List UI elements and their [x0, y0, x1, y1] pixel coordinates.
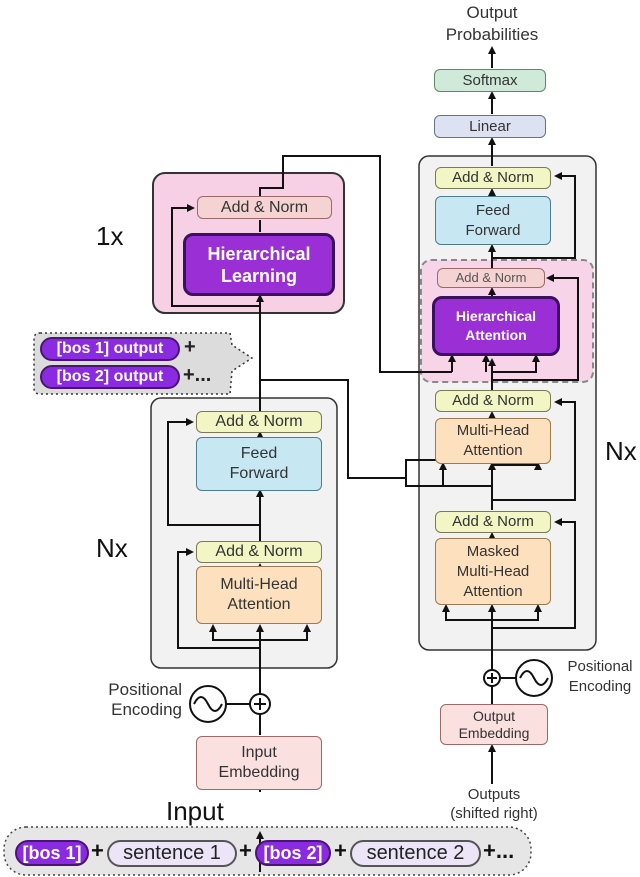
- linear-box: Linear: [434, 115, 546, 138]
- plus-2: +: [239, 838, 252, 863]
- encoder-feed-forward-box: Feed Forward: [196, 437, 322, 491]
- decoder-hier-add-norm: Add & Norm: [437, 268, 545, 288]
- bos2-token: [bos 2]: [255, 840, 331, 866]
- sentence1-token: sentence 1: [107, 840, 237, 867]
- hierarchical-add-norm: Add & Norm: [197, 196, 332, 219]
- bos1-output-pill: [bos 1] output: [40, 337, 180, 361]
- decoder-add-norm-bottom: Add & Norm: [435, 511, 551, 533]
- hierarchical-attention-box: Hierarchical Attention: [432, 296, 560, 356]
- plus-1: +: [91, 838, 104, 863]
- outputs-shifted-right-label: Outputs (shifted right): [450, 786, 538, 822]
- plus-3: +: [334, 838, 347, 863]
- bos1-token: [bos 1]: [15, 840, 89, 866]
- bos2-output-pill: [bos 2] output: [40, 365, 180, 389]
- input-label: Input: [166, 796, 224, 826]
- hierarchical-repeat-label: 1x: [96, 221, 124, 251]
- decoder-multi-head-attention-box: Multi-Head Attention: [435, 418, 551, 464]
- softmax-box: Softmax: [434, 69, 546, 92]
- decoder-positional-encoding-label: Positional Encoding: [567, 658, 633, 695]
- encoder-add-norm-bottom: Add & Norm: [196, 541, 322, 563]
- hierarchical-learning-box: Hierarchical Learning: [183, 233, 335, 296]
- output-probabilities-label: Output Probabilities: [445, 3, 539, 44]
- output-embedding-box: Output Embedding: [440, 704, 548, 745]
- bos1-output-plus: +: [184, 336, 196, 358]
- decoder-nx-label: Nx: [605, 436, 637, 466]
- masked-multi-head-attention-box: Masked Multi-Head Attention: [435, 538, 551, 605]
- bos2-output-plus: +...: [183, 364, 212, 386]
- encoder-positional-encoding-icon: [189, 685, 271, 723]
- sentence2-token: sentence 2: [350, 840, 481, 867]
- decoder-add-norm-top: Add & Norm: [435, 167, 551, 189]
- encoder-add-norm-top: Add & Norm: [196, 411, 322, 433]
- decoder-add-norm-mid: Add & Norm: [435, 390, 551, 412]
- input-embedding-box: Input Embedding: [196, 736, 322, 790]
- encoder-nx-label: Nx: [96, 533, 128, 563]
- decoder-feed-forward-box: Feed Forward: [435, 196, 551, 245]
- encoder-positional-encoding-label: Positional Encoding: [108, 680, 182, 719]
- encoder-multi-head-attention-box: Multi-Head Attention: [196, 566, 322, 624]
- decoder-positional-encoding-icon: [483, 659, 553, 697]
- sequence-ellipsis: +...: [483, 838, 515, 863]
